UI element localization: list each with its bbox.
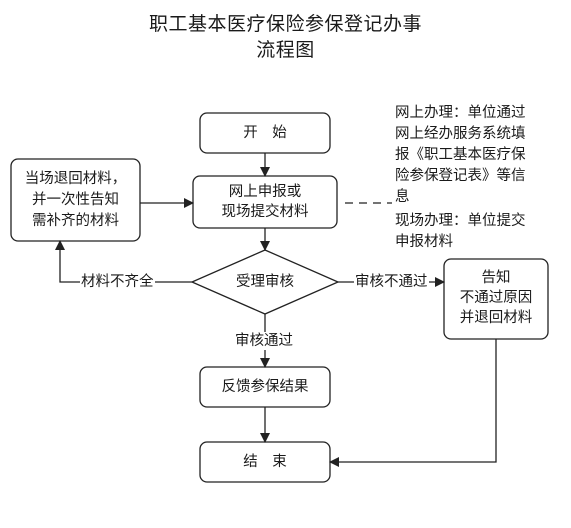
notify-fail-line-1: 告知	[481, 270, 511, 286]
review-label: 受理审核	[236, 274, 294, 290]
notify-fail-line-3: 并退回材料	[459, 310, 533, 326]
note-line-5: 息	[395, 189, 410, 205]
edge-label-failed: 审核不通过	[354, 273, 429, 291]
notify-missing-box	[10, 158, 141, 242]
note-line-7: 申报材料	[395, 234, 453, 250]
note-line-1: 网上办理：单位通过	[395, 105, 526, 121]
submit-label-line-1: 网上申报或	[228, 184, 302, 200]
notify-missing-line-1: 当场退回材料，	[24, 171, 127, 187]
end-label: 结 束	[243, 454, 287, 470]
note-line-3: 报《职工基本医疗保	[395, 147, 526, 163]
arrow-fail-end	[329, 339, 497, 467]
notify-missing-label: 当场退回材料， 并一次性告知 需补齐的材料	[11, 169, 140, 232]
page-title: 职工基本医疗保险参保登记办事	[148, 13, 422, 35]
note-line-2: 网上经办服务系统填	[395, 126, 526, 142]
note-line-6: 现场办理：单位提交	[395, 213, 526, 229]
page-subtitle: 流程图	[256, 39, 315, 61]
start-label: 开 始	[243, 125, 287, 141]
note-line-4: 险参保登记表》等信	[395, 168, 526, 184]
submit-label: 网上申报或 现场提交材料	[193, 182, 337, 222]
edge-label-incomplete: 材料不齐全	[80, 273, 155, 291]
notify-fail-line-2: 不通过原因	[459, 290, 533, 306]
edge-label-passed: 审核通过	[234, 332, 294, 350]
submit-label-line-2: 现场提交材料	[221, 204, 309, 220]
notify-missing-line-3: 需补齐的材料	[32, 213, 119, 229]
notify-fail-label: 告知 不通过原因 并退回材料	[444, 268, 548, 328]
feedback-label: 反馈参保结果	[221, 379, 309, 395]
notify-missing-line-2: 并一次性告知	[32, 192, 119, 208]
